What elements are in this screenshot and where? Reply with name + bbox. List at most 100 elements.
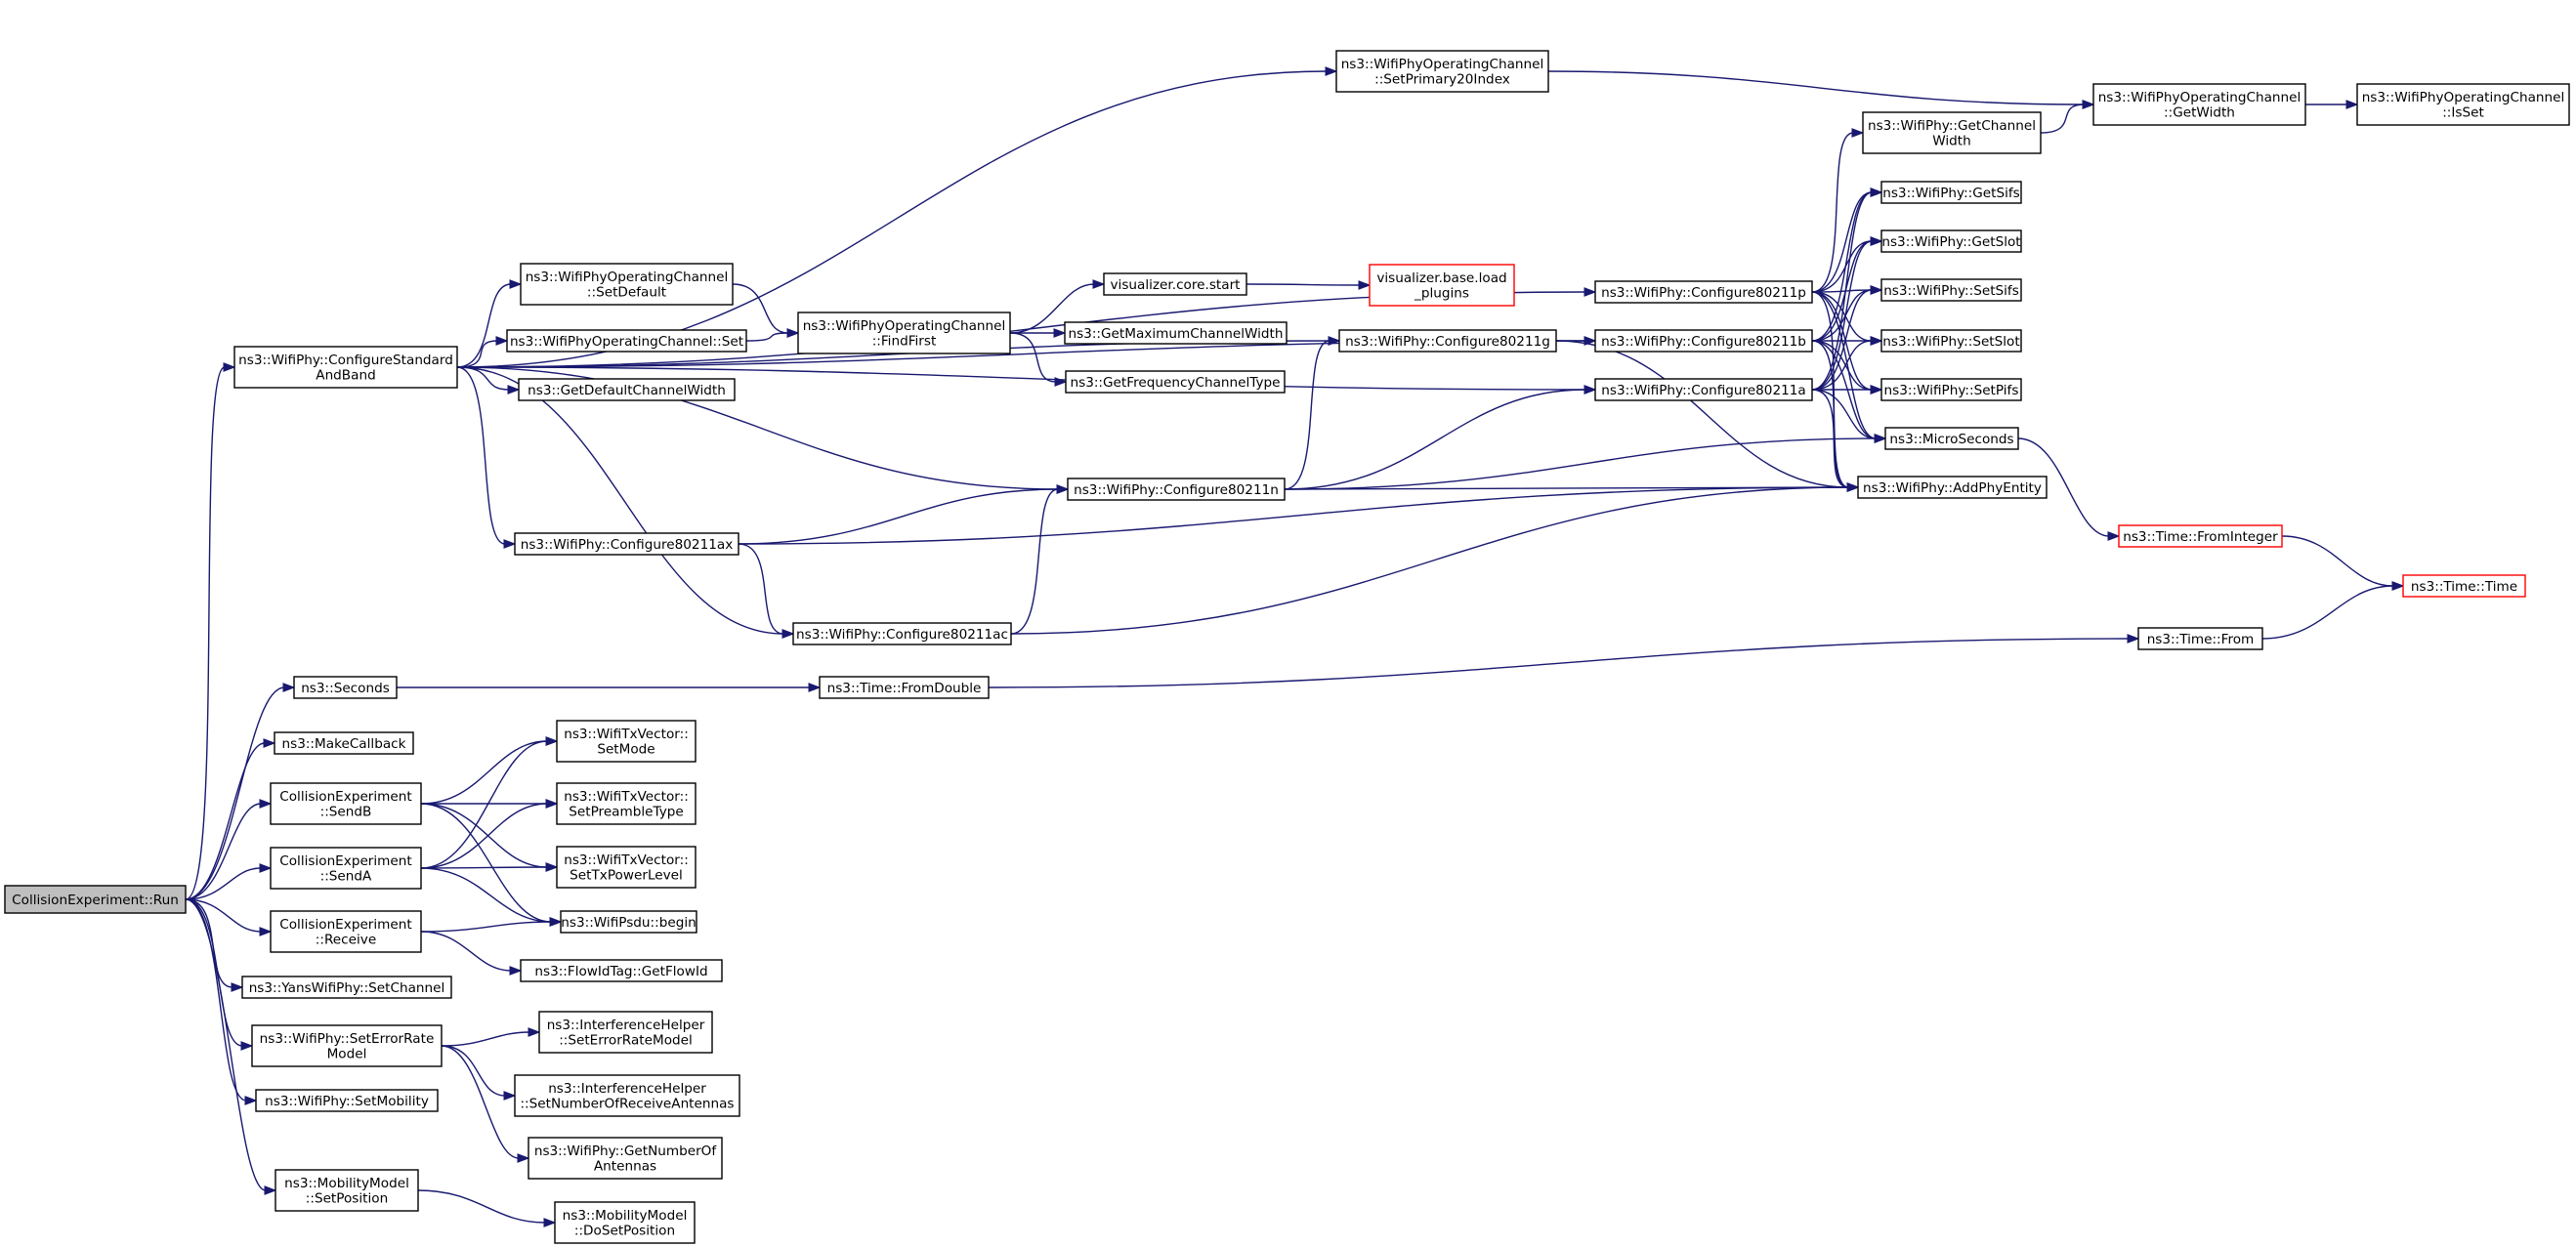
node-setMobility[interactable]: ns3::WifiPhy::SetMobility — [255, 1089, 439, 1112]
node-label: ns3::WifiPsdu::begin — [561, 915, 696, 931]
node-label: ns3::WifiPhy::Configure80211ac — [796, 627, 1008, 643]
node-findFirst[interactable]: ns3::WifiPhyOperatingChannel::FindFirst — [797, 312, 1011, 354]
node-label: ns3::MobilityModel — [284, 1176, 409, 1191]
node-setMode[interactable]: ns3::WifiTxVector::SetMode — [556, 720, 697, 763]
node-setErrRate[interactable]: ns3::WifiPhy::SetErrorRateModel — [251, 1024, 443, 1067]
edge-cfgA-to-setPifs — [1811, 385, 1883, 395]
node-label: ns3::WifiPhyOperatingChannel — [1341, 57, 1544, 72]
edge-cfgN-to-cfgA — [1284, 385, 1597, 490]
node-opChSet[interactable]: ns3::WifiPhyOperatingChannel::Set — [506, 329, 747, 353]
node-getSifs[interactable]: ns3::WifiPhy::GetSifs — [1880, 181, 2022, 204]
node-run[interactable]: CollisionExperiment::Run — [4, 885, 187, 914]
edge-cfgA-to-setSlot — [1811, 336, 1883, 391]
node-label: ns3::WifiPhy::SetSifs — [1883, 283, 2019, 299]
edge-run-to-makeCb — [185, 738, 276, 900]
node-getSlot[interactable]: ns3::WifiPhy::GetSlot — [1880, 229, 2022, 253]
node-defChWidth[interactable]: ns3::GetDefaultChannelWidth — [518, 378, 736, 401]
node-fromDouble[interactable]: ns3::Time::FromDouble — [819, 676, 990, 699]
edge-setPrimary20-to-opChGetWidth — [1547, 70, 2095, 109]
node-makeCb[interactable]: ns3::MakeCallback — [274, 731, 414, 755]
edge-configStd-to-cfgAx — [456, 366, 517, 549]
node-label: ns3::WifiPhy::GetNumberOf — [534, 1143, 718, 1159]
edge-configStd-to-opChSetDefault — [456, 279, 523, 368]
node-setSifs[interactable]: ns3::WifiPhy::SetSifs — [1880, 278, 2022, 302]
node-sendA[interactable]: CollisionExperiment::SendA — [270, 847, 422, 890]
node-receive[interactable]: CollisionExperiment::Receive — [270, 910, 422, 953]
edge-run-to-receive — [185, 898, 273, 936]
node-setNumAnt[interactable]: ns3::InterferenceHelper::SetNumberOfRece… — [514, 1074, 740, 1117]
node-cfgB[interactable]: ns3::WifiPhy::Configure80211b — [1594, 329, 1813, 353]
edge-cfgA-to-setSifs — [1811, 285, 1883, 391]
edge-getChWidth-to-opChGetWidth — [2040, 100, 2095, 134]
node-sendB[interactable]: CollisionExperiment::SendB — [270, 782, 422, 825]
node-getMaxChWidth[interactable]: ns3::GetMaximumChannelWidth — [1064, 321, 1288, 345]
node-fromInteger[interactable]: ns3::Time::FromInteger — [2118, 524, 2283, 548]
edge-setPosition-to-doSetPos — [417, 1189, 557, 1227]
edge-run-to-sendA — [185, 863, 273, 900]
edge-seconds-to-fromDouble — [396, 683, 822, 692]
node-opChGetWidth[interactable]: ns3::WifiPhyOperatingChannel::GetWidth — [2092, 83, 2306, 126]
node-timeTime[interactable]: ns3::Time::Time — [2402, 574, 2526, 598]
node-opChIsSet[interactable]: ns3::WifiPhyOperatingChannel::IsSet — [2356, 83, 2570, 126]
node-cfgAx[interactable]: ns3::WifiPhy::Configure80211ax — [514, 532, 739, 556]
node-label: SetTxPowerLevel — [570, 868, 683, 884]
node-setTxPower[interactable]: ns3::WifiTxVector::SetTxPowerLevel — [556, 846, 697, 889]
node-addPhyEnt[interactable]: ns3::WifiPhy::AddPhyEntity — [1857, 476, 2048, 499]
edge-run-to-setChannel — [185, 898, 244, 992]
edge-run-to-setMobility — [185, 898, 258, 1105]
node-setChannel[interactable]: ns3::YansWifiPhy::SetChannel — [241, 976, 452, 999]
node-label: SetMode — [597, 742, 655, 758]
node-seconds[interactable]: ns3::Seconds — [293, 676, 398, 699]
edge-setErrRate-to-setErrRateModel — [441, 1027, 541, 1047]
node-microSec[interactable]: ns3::MicroSeconds — [1884, 427, 2019, 450]
edge-opChGetWidth-to-opChIsSet — [2305, 100, 2359, 109]
call-edges — [185, 66, 2405, 1227]
node-label: ns3::WifiPhy::Configure80211n — [1074, 482, 1279, 498]
node-label: ns3::MicroSeconds — [1889, 432, 2013, 447]
node-setErrRateModel[interactable]: ns3::InterferenceHelper::SetErrorRateMod… — [538, 1011, 713, 1054]
node-label: ns3::Seconds — [301, 681, 390, 696]
node-cfgA[interactable]: ns3::WifiPhy::Configure80211a — [1594, 378, 1813, 401]
node-label: Antennas — [594, 1159, 656, 1175]
node-getFreqChType[interactable]: ns3::GetFrequencyChannelType — [1065, 370, 1286, 394]
node-vizStart[interactable]: visualizer.core.start — [1103, 272, 1247, 296]
edge-timeFrom-to-timeTime — [2261, 581, 2405, 640]
node-psduBegin[interactable]: ns3::WifiPsdu::begin — [560, 910, 697, 934]
node-cfgAc[interactable]: ns3::WifiPhy::Configure80211ac — [792, 622, 1012, 645]
node-cfgG[interactable]: ns3::WifiPhy::Configure80211g — [1338, 329, 1557, 353]
node-label: CollisionExperiment::Run — [12, 893, 179, 908]
node-timeFrom[interactable]: ns3::Time::From — [2137, 627, 2263, 650]
node-label: ::SetPosition — [306, 1191, 388, 1207]
node-label: ns3::WifiPhy::SetPifs — [1884, 383, 2019, 398]
node-label: ns3::WifiTxVector:: — [564, 852, 689, 868]
edge-cfgAc-to-addPhyEnt — [1010, 482, 1860, 635]
node-opChSetDefault[interactable]: ns3::WifiPhyOperatingChannel::SetDefault — [520, 263, 734, 306]
node-label: _plugins — [1414, 286, 1469, 302]
node-getFlowId[interactable]: ns3::FlowIdTag::GetFlowId — [520, 959, 723, 982]
edge-run-to-configStd — [185, 362, 236, 900]
node-label: visualizer.base.load — [1376, 270, 1506, 286]
node-setPrimary20[interactable]: ns3::WifiPhyOperatingChannel::SetPrimary… — [1335, 50, 1549, 93]
edge-sendA-to-setMode — [420, 736, 559, 869]
node-cfgN[interactable]: ns3::WifiPhy::Configure80211n — [1067, 478, 1286, 501]
node-vizLoad[interactable]: visualizer.base.load_plugins — [1369, 264, 1515, 307]
node-label: ns3::YansWifiPhy::SetChannel — [249, 980, 445, 996]
node-setSlot[interactable]: ns3::WifiPhy::SetSlot — [1880, 329, 2022, 353]
node-cfgP[interactable]: ns3::WifiPhy::Configure80211p — [1594, 280, 1813, 304]
node-setPifs[interactable]: ns3::WifiPhy::SetPifs — [1880, 378, 2022, 401]
node-label: ns3::WifiPhy::ConfigureStandard — [238, 353, 453, 368]
edge-fromDouble-to-timeFrom — [988, 634, 2140, 688]
node-doSetPos[interactable]: ns3::MobilityModel::DoSetPosition — [554, 1201, 696, 1244]
node-label: Width — [1932, 134, 1971, 149]
node-setPreamble[interactable]: ns3::WifiTxVector::SetPreambleType — [556, 782, 697, 825]
edge-cfgP-to-microSec — [1811, 291, 1887, 443]
edge-cfgAx-to-cfgN — [738, 484, 1070, 545]
edge-cfgAx-to-cfgAc — [738, 543, 795, 639]
node-setPosition[interactable]: ns3::MobilityModel::SetPosition — [274, 1169, 419, 1212]
edge-setErrRate-to-getNumAnt — [441, 1045, 530, 1163]
edge-cfgAc-to-cfgN — [1010, 484, 1070, 635]
node-label: CollisionExperiment — [279, 853, 411, 869]
